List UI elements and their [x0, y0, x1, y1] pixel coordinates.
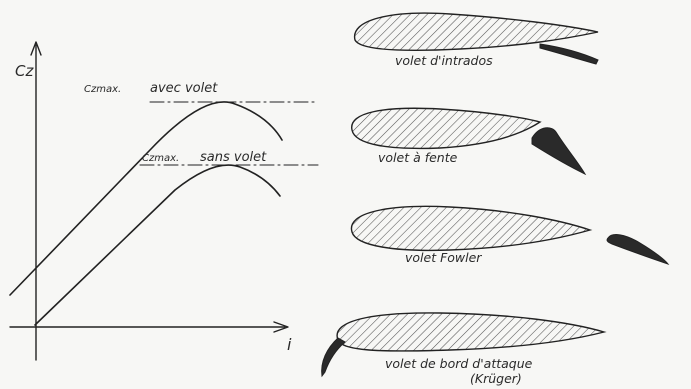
airfoil-body	[351, 107, 542, 150]
y-axis-label: Cz	[15, 62, 34, 80]
krueger-flap-icon	[321, 337, 346, 378]
airfoil-fowler-flap: volet Fowler	[350, 205, 670, 265]
y-axis-arrow-icon	[30, 41, 42, 56]
czmax-without-flap-label: sans volet	[200, 150, 267, 165]
czmax-with-flap-label: avec volet	[150, 81, 218, 96]
caption-lower-flap: volet d'intrados	[395, 53, 493, 68]
czmax-with-flap-prefix: Czmax.	[84, 84, 121, 95]
fowler-flap-icon	[606, 234, 670, 265]
curve-with-flap	[9, 101, 283, 296]
caption-fowler-flap: volet Fowler	[405, 250, 482, 265]
caption-krueger-flap: volet de bord d'attaque	[385, 356, 533, 371]
slotted-flap-icon	[531, 127, 587, 176]
x-axis-label: i	[287, 335, 292, 354]
airfoil-lower-flap: volet d'intrados	[353, 12, 599, 68]
airfoil-body	[350, 205, 593, 252]
airfoil-slotted-flap: volet à fente	[351, 107, 587, 176]
caption-krueger-flap-sub: (Krüger)	[470, 371, 522, 386]
caption-slotted-flap: volet à fente	[378, 150, 458, 165]
airfoil-body	[353, 12, 599, 51]
airfoil-krueger-flap: volet de bord d'attaque (Krüger)	[321, 312, 607, 386]
x-axis-arrow-icon	[273, 321, 289, 333]
curve-without-flap	[34, 164, 281, 326]
lower-flap-icon	[539, 43, 599, 65]
airfoil-body	[336, 312, 607, 352]
czmax-without-flap-prefix: Czmax.	[142, 153, 179, 164]
lift-graph: Cz i Czmax. avec volet Czmax. sans volet	[9, 41, 319, 361]
